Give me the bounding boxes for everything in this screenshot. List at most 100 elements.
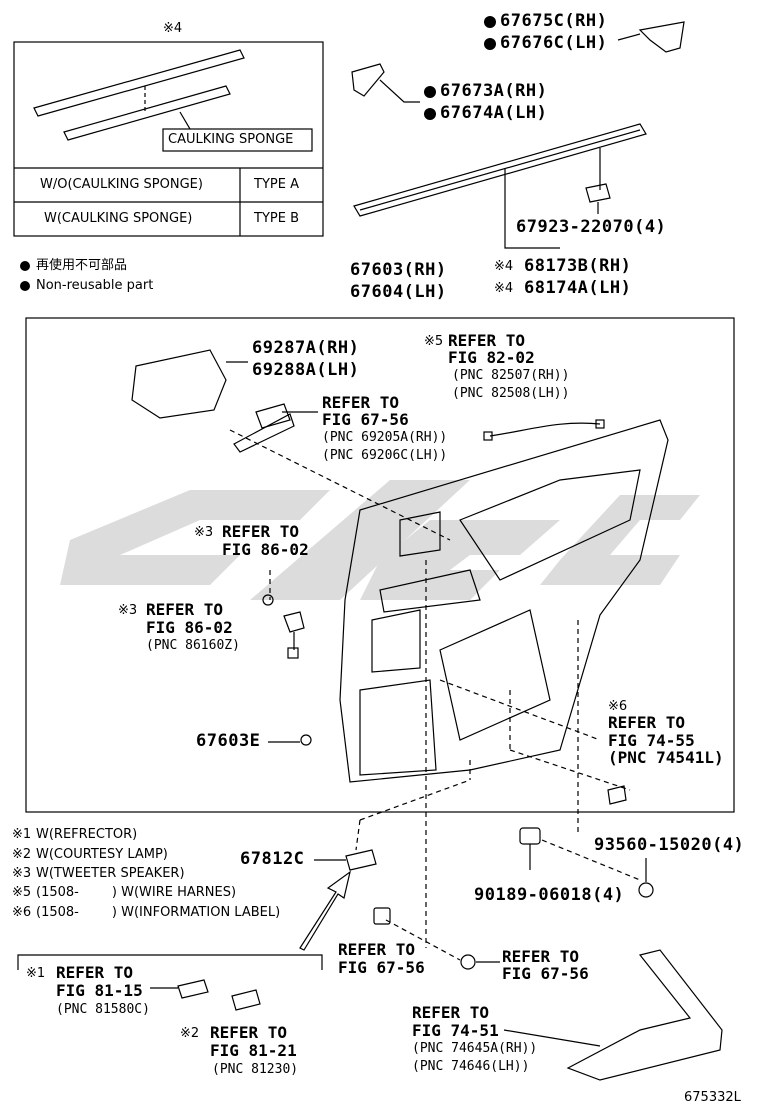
note-2-text: W(COURTESY LAMP) <box>36 847 168 862</box>
weatherstrip-type-a <box>33 49 245 117</box>
note-2-mark: ※2 <box>12 847 32 862</box>
armrest <box>379 569 481 613</box>
ref-8202-l1: REFER TO <box>448 331 526 350</box>
screw-icon <box>262 594 274 606</box>
ref-8115-l2: FIG 81-15 <box>56 981 143 1000</box>
part-68174-mark: ※4 <box>494 281 514 296</box>
note-5-mark: ※5 <box>12 885 32 900</box>
ref-8121-l2: FIG 81-21 <box>210 1041 297 1060</box>
note-6-mark: ※6 <box>12 905 32 920</box>
ref-6756a-l2: FIG 67-56 <box>322 410 409 429</box>
view-arrow-icon <box>299 870 351 951</box>
ref-8202-mark: ※5 <box>424 334 444 349</box>
speaker-grille <box>371 609 421 673</box>
part-67923: 67923-22070(4) <box>516 217 667 237</box>
ref-6756c-l1: REFER TO <box>502 947 580 966</box>
ref-8602b-l1: REFER TO <box>146 600 224 619</box>
note-6-text: (1508- ) W(INFORMATION LABEL) <box>36 905 281 920</box>
part-67603: 67603(RH) <box>350 260 447 280</box>
ref-6756b-l2: FIG 67-56 <box>338 958 425 977</box>
ref-7451-l4: (PNC 74646(LH)) <box>412 1059 530 1074</box>
ref-7451-l1: REFER TO <box>412 1003 490 1022</box>
note-3-mark: ※3 <box>12 866 32 881</box>
ref-8202-l3: (PNC 82507(RH)) <box>452 368 570 383</box>
part-67603e: 67603E <box>196 731 261 751</box>
door-trim-frame <box>25 317 735 813</box>
part-67676c: 67676C(LH) <box>500 33 608 53</box>
nut-icon <box>519 827 541 845</box>
caulking-sponge-label: CAULKING SPONGE <box>168 132 294 147</box>
legend-en: Non-reusable part <box>36 278 154 293</box>
cover-67675-icon <box>638 21 685 53</box>
inset-box <box>13 41 324 237</box>
non-reusable-markers <box>20 16 496 291</box>
ref-7455-l3: (PNC 74541L) <box>608 748 724 767</box>
part-67812c-icon <box>345 849 377 871</box>
note-1-mark: ※1 <box>12 827 32 842</box>
screw-6756-icon <box>460 954 476 970</box>
ref-7455-l2: FIG 74-55 <box>608 731 695 750</box>
ref-8602b-l3: (PNC 86160Z) <box>146 638 240 653</box>
door-trim-panel <box>339 419 669 783</box>
inside-handle-icon <box>233 413 295 453</box>
ref-6756a-l4: (PNC 69206C(LH)) <box>322 448 448 463</box>
legend-jp: 再使用不可部品 <box>36 258 128 273</box>
ref-8121-l3: (PNC 81230) <box>212 1062 299 1077</box>
note-3-text: W(TWEETER SPEAKER) <box>36 866 185 881</box>
courtesy-lamp-icon <box>231 989 261 1011</box>
part-69288a: 69288A(LH) <box>252 360 360 380</box>
ref-8115-l3: (PNC 81580C) <box>56 1002 150 1017</box>
cover-67673-icon <box>351 63 385 97</box>
ref-8602b-l2: FIG 86-02 <box>146 618 233 637</box>
part-68173-mark: ※4 <box>494 259 514 274</box>
belt-weatherstrip <box>353 123 647 217</box>
ref-8121-mark: ※2 <box>180 1026 200 1041</box>
note-5-text: (1508- ) W(WIRE HARNES) <box>36 885 237 900</box>
ref-6756b-l1: REFER TO <box>338 940 416 959</box>
inset-row1-type: TYPE A <box>254 177 299 192</box>
part-69287a: 69287A(RH) <box>252 338 360 358</box>
part-67675c: 67675C(RH) <box>500 11 608 31</box>
part-67812c: 67812C <box>240 849 305 869</box>
info-label-icon <box>607 785 627 805</box>
ref-6756c-l2: FIG 67-56 <box>502 964 589 983</box>
ref-7455-l1: REFER TO <box>608 713 686 732</box>
ref-7451-l3: (PNC 74645A(RH)) <box>412 1041 538 1056</box>
ref-7451-l2: FIG 74-51 <box>412 1021 499 1040</box>
part-90189: 90189-06018(4) <box>474 885 625 905</box>
part-68173b: 68173B(RH) <box>524 256 632 276</box>
ref-6756a-l3: (PNC 69205A(RH)) <box>322 430 448 445</box>
ref-6756a-l1: REFER TO <box>322 393 400 412</box>
ref-8602b-mark: ※3 <box>118 603 138 618</box>
part-67673a: 67673A(RH) <box>440 81 548 101</box>
diagram-id: 675332L <box>684 1090 741 1105</box>
caulking-sponge-box <box>162 128 313 152</box>
ref-8115-mark: ※1 <box>26 966 46 981</box>
part-67674a: 67674A(LH) <box>440 103 548 123</box>
ref-8121-l1: REFER TO <box>210 1023 288 1042</box>
ref-8602a-mark: ※3 <box>194 525 214 540</box>
inset-row1-condition: W/O(CAULKING SPONGE) <box>40 177 203 192</box>
armrest-trim-icon <box>566 949 723 1081</box>
weatherstrip-type-b <box>63 85 231 141</box>
inset-row2-type: TYPE B <box>254 211 299 226</box>
part-67604: 67604(LH) <box>350 282 447 302</box>
inset-marker: ※4 <box>163 21 183 36</box>
clip-67603e-icon <box>300 734 312 746</box>
ref-8602a-l2: FIG 86-02 <box>222 540 309 559</box>
ref-8202-l4: (PNC 82508(LH)) <box>452 386 570 401</box>
handle-bracket-icon <box>131 349 227 419</box>
ref-8602a-l1: REFER TO <box>222 522 300 541</box>
clip-6756-icon <box>373 907 391 925</box>
ref-8115-l1: REFER TO <box>56 963 134 982</box>
tweeter-icon <box>283 611 305 633</box>
inset-row2-condition: W(CAULKING SPONGE) <box>44 211 193 226</box>
ref-7455-mark: ※6 <box>608 699 628 714</box>
part-68174a: 68174A(LH) <box>524 278 632 298</box>
reflector-icon <box>177 979 209 999</box>
clip-icon <box>585 183 611 203</box>
wire-harness-icon <box>489 422 601 437</box>
watermark-logo <box>60 480 700 600</box>
screw-93560-icon <box>638 882 654 898</box>
